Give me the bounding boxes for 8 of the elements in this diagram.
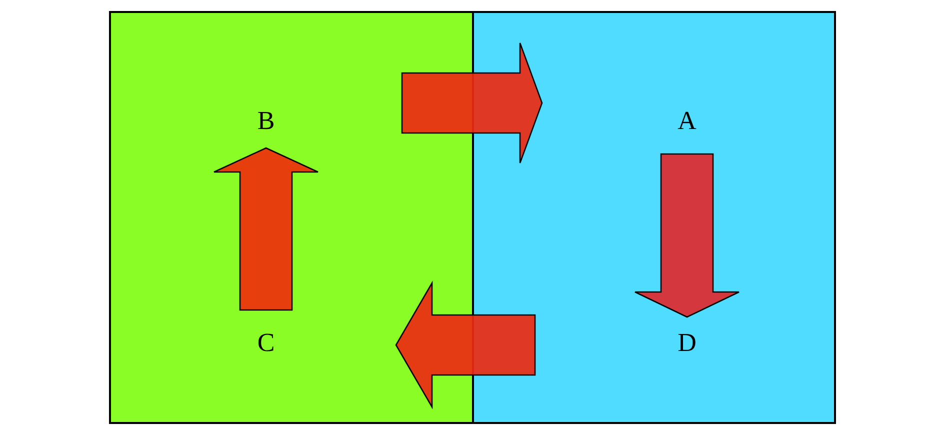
letter-label: D: [672, 328, 702, 358]
block-arrow: [401, 42, 543, 164]
block-arrow: [634, 153, 740, 318]
block-arrow: [395, 280, 536, 410]
letter-label: A: [672, 106, 702, 136]
letter-label: C: [251, 328, 281, 358]
letter-label: B: [251, 106, 281, 136]
block-arrow: [213, 147, 319, 311]
